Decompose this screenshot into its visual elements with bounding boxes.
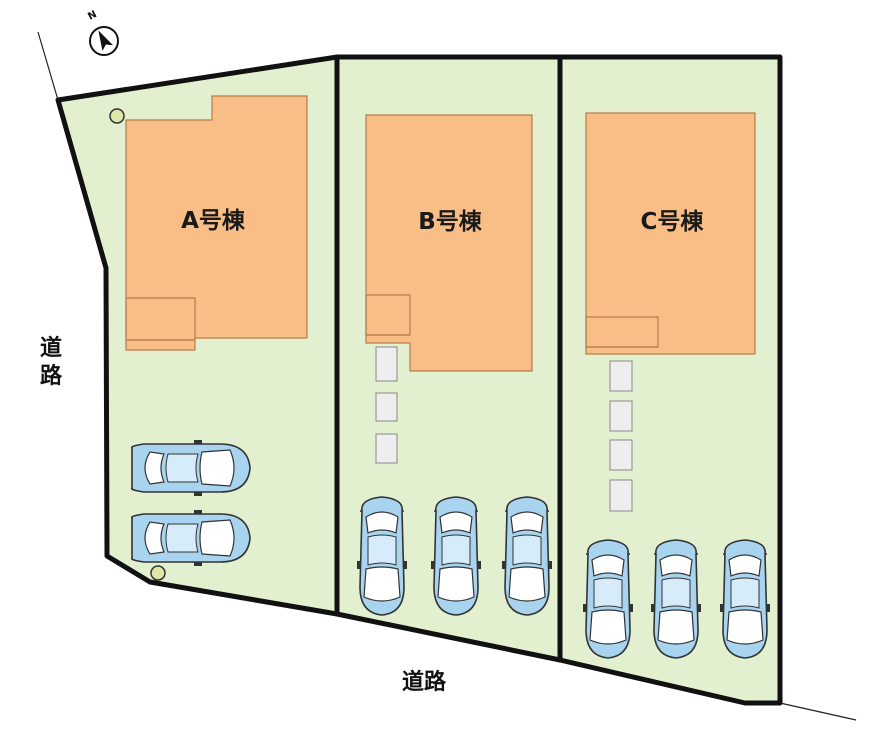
car-lot-c-2 (650, 539, 702, 659)
house-b (365, 114, 533, 372)
road-edge-south (779, 702, 857, 721)
car-lot-b-3 (501, 496, 553, 616)
north-label: N (86, 9, 99, 23)
boundary-marker-sw (150, 565, 166, 581)
lot-a-label: A号棟 (181, 208, 246, 234)
house-a (125, 95, 308, 351)
boundary-marker-nw (109, 108, 125, 124)
car-lot-a-2 (130, 509, 251, 567)
lot-c-label: C号棟 (641, 209, 705, 235)
road-label-west-top: 道 (40, 335, 62, 361)
road-label-west-bottom: 路 (40, 363, 63, 389)
road-label-south: 道路 (402, 669, 447, 695)
car-lot-b-1 (356, 496, 408, 616)
north-arrow-icon (89, 26, 119, 56)
car-lot-b-2 (430, 496, 482, 616)
car-lot-c-3 (719, 539, 771, 659)
lot-b-label: B号棟 (418, 209, 483, 235)
road-edge-west (37, 31, 59, 101)
house-c (585, 112, 756, 355)
car-lot-c-1 (582, 539, 634, 659)
stepping-stones-b (375, 346, 398, 464)
stepping-stones-c (609, 360, 633, 512)
car-lot-a-1 (130, 439, 251, 497)
